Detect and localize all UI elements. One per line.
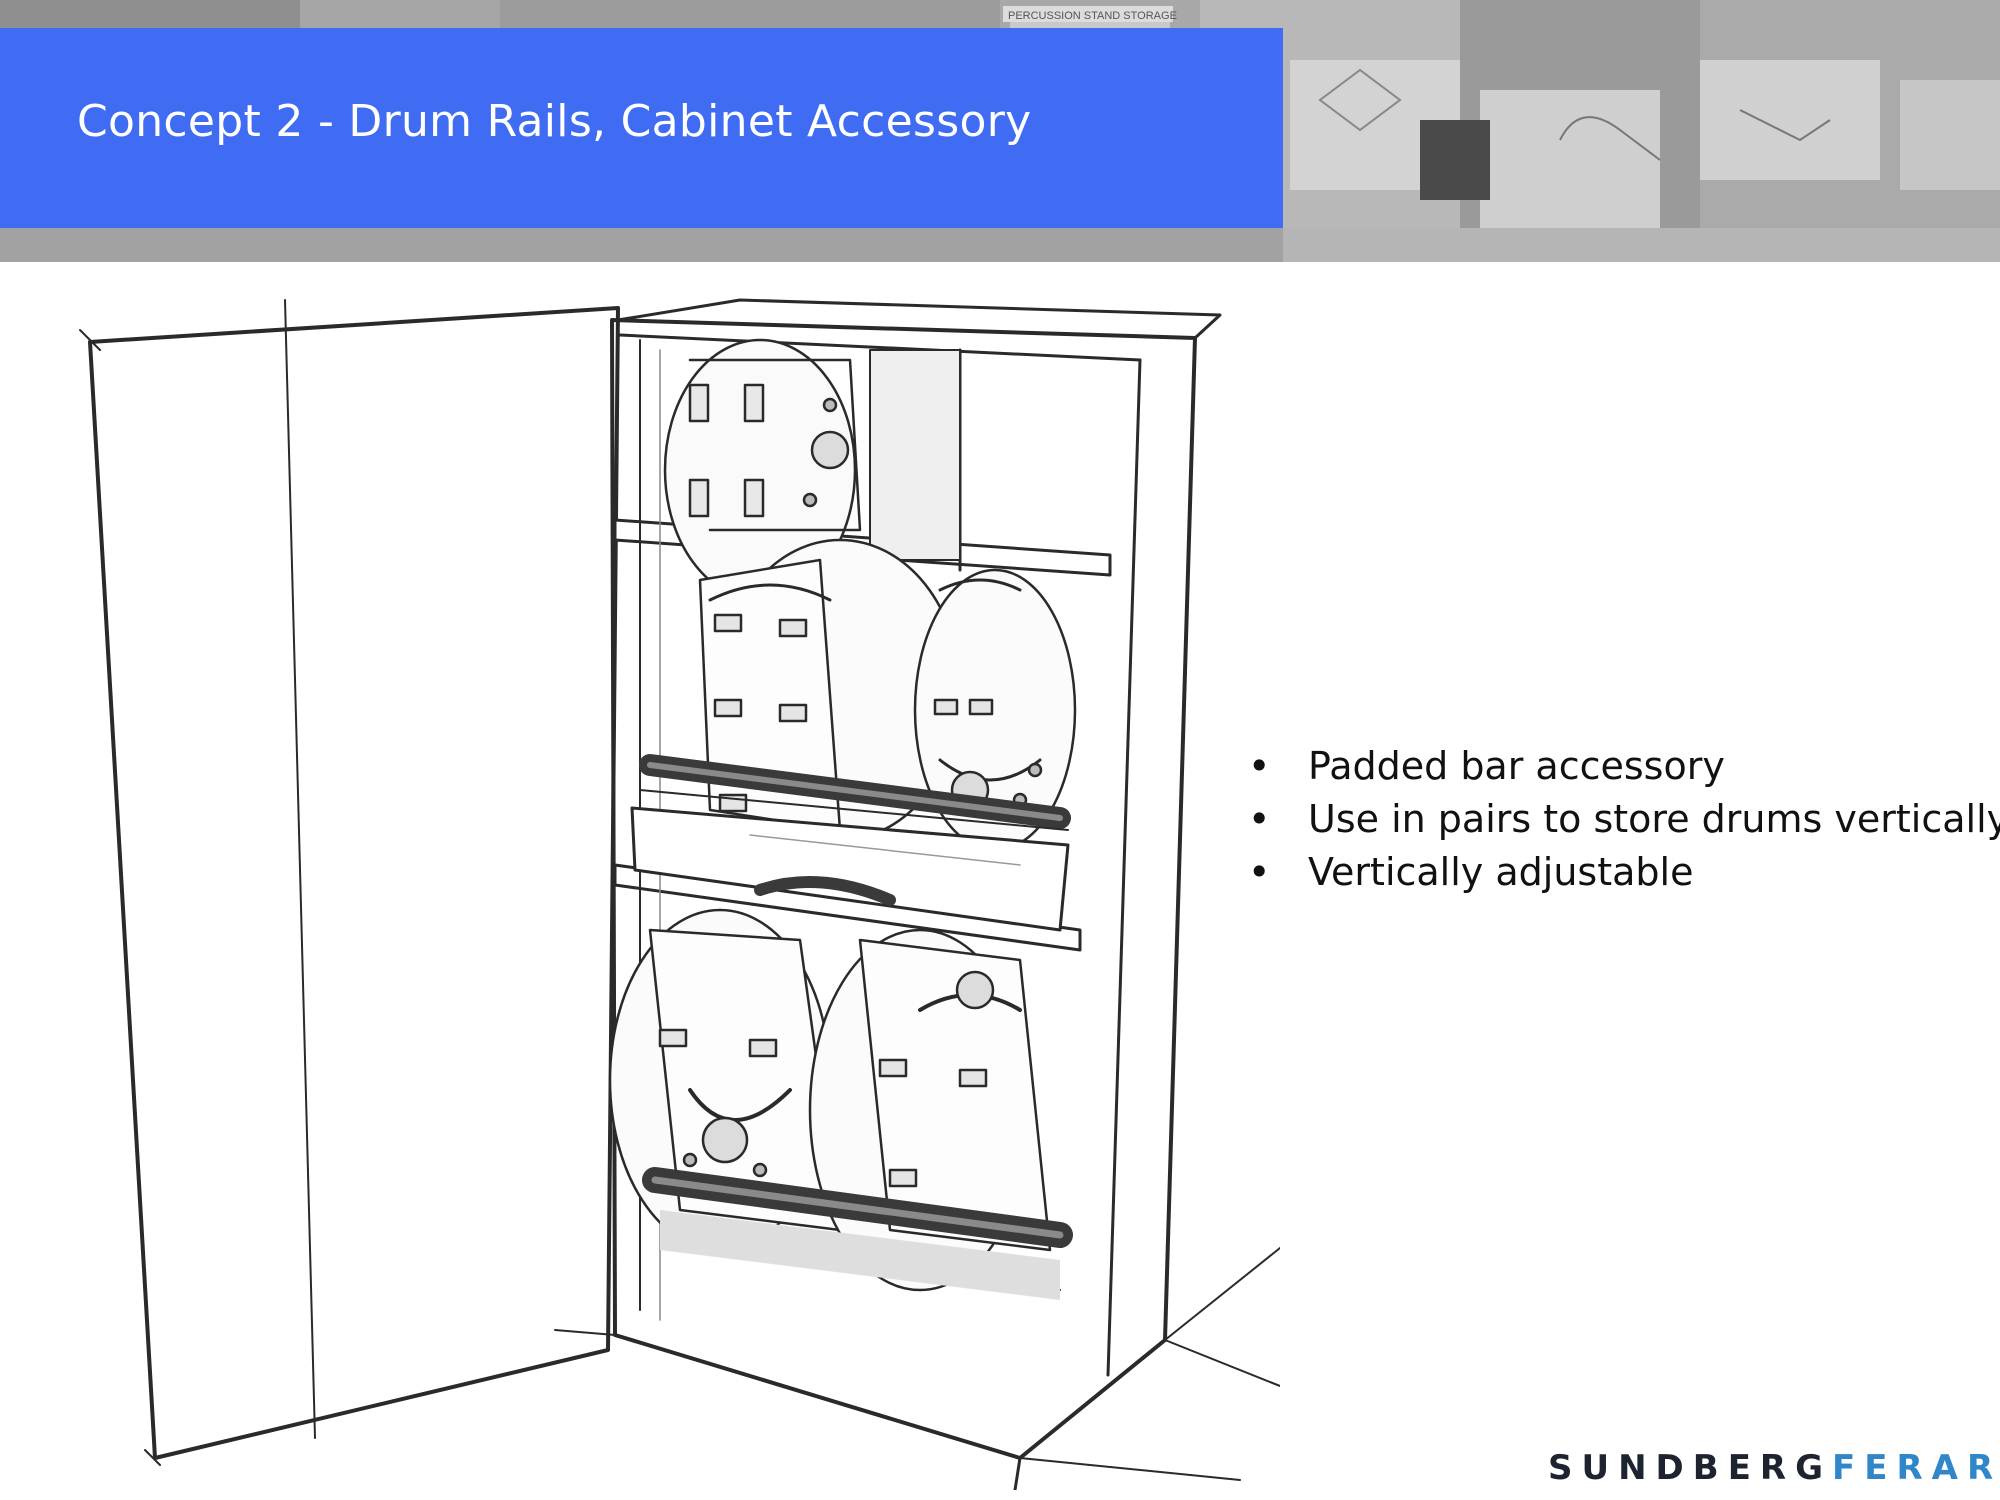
cabinet-sketch-illustration (79, 298, 1280, 1490)
bottom-shadow (660, 1210, 1060, 1300)
list-item: • Use in pairs to store drums vertically (1240, 793, 2000, 846)
cabinet-body (554, 298, 1280, 1490)
title-bar (0, 28, 1283, 228)
bullet-marker: • (1248, 744, 1271, 788)
drums-middle (698, 538, 1077, 852)
drums-bottom (608, 908, 1052, 1292)
logo-part-ferar: FERAR (1832, 1448, 2000, 1488)
drum-top (663, 338, 862, 602)
drawer (630, 789, 1070, 932)
logo-part-sundberg: SUNDBERG (1548, 1448, 1833, 1488)
slide-title: Concept 2 - Drum Rails, Cabinet Accessor… (77, 96, 1032, 147)
sundbergferar-logo: SUNDBERGFERAR (1548, 1448, 2000, 1488)
collage-label: PERCUSSION STAND STORAGE (1008, 10, 1177, 22)
feature-list: • Padded bar accessory • Use in pairs to s… (1240, 740, 2000, 899)
bullet-marker: • (1248, 850, 1271, 894)
padded-rail-upper (639, 754, 1071, 829)
list-item-text: Padded bar accessory (1308, 744, 1725, 788)
list-item: • Vertically adjustable (1240, 846, 2000, 899)
list-item: • Padded bar accessory (1240, 740, 2000, 793)
padded-rail-lower (642, 1167, 1073, 1248)
list-item-text: Use in pairs to store drums vertically (1308, 797, 2000, 841)
list-item-text: Vertically adjustable (1308, 850, 1694, 894)
bullet-marker: • (1248, 797, 1271, 841)
cabinet-door (79, 299, 620, 1466)
